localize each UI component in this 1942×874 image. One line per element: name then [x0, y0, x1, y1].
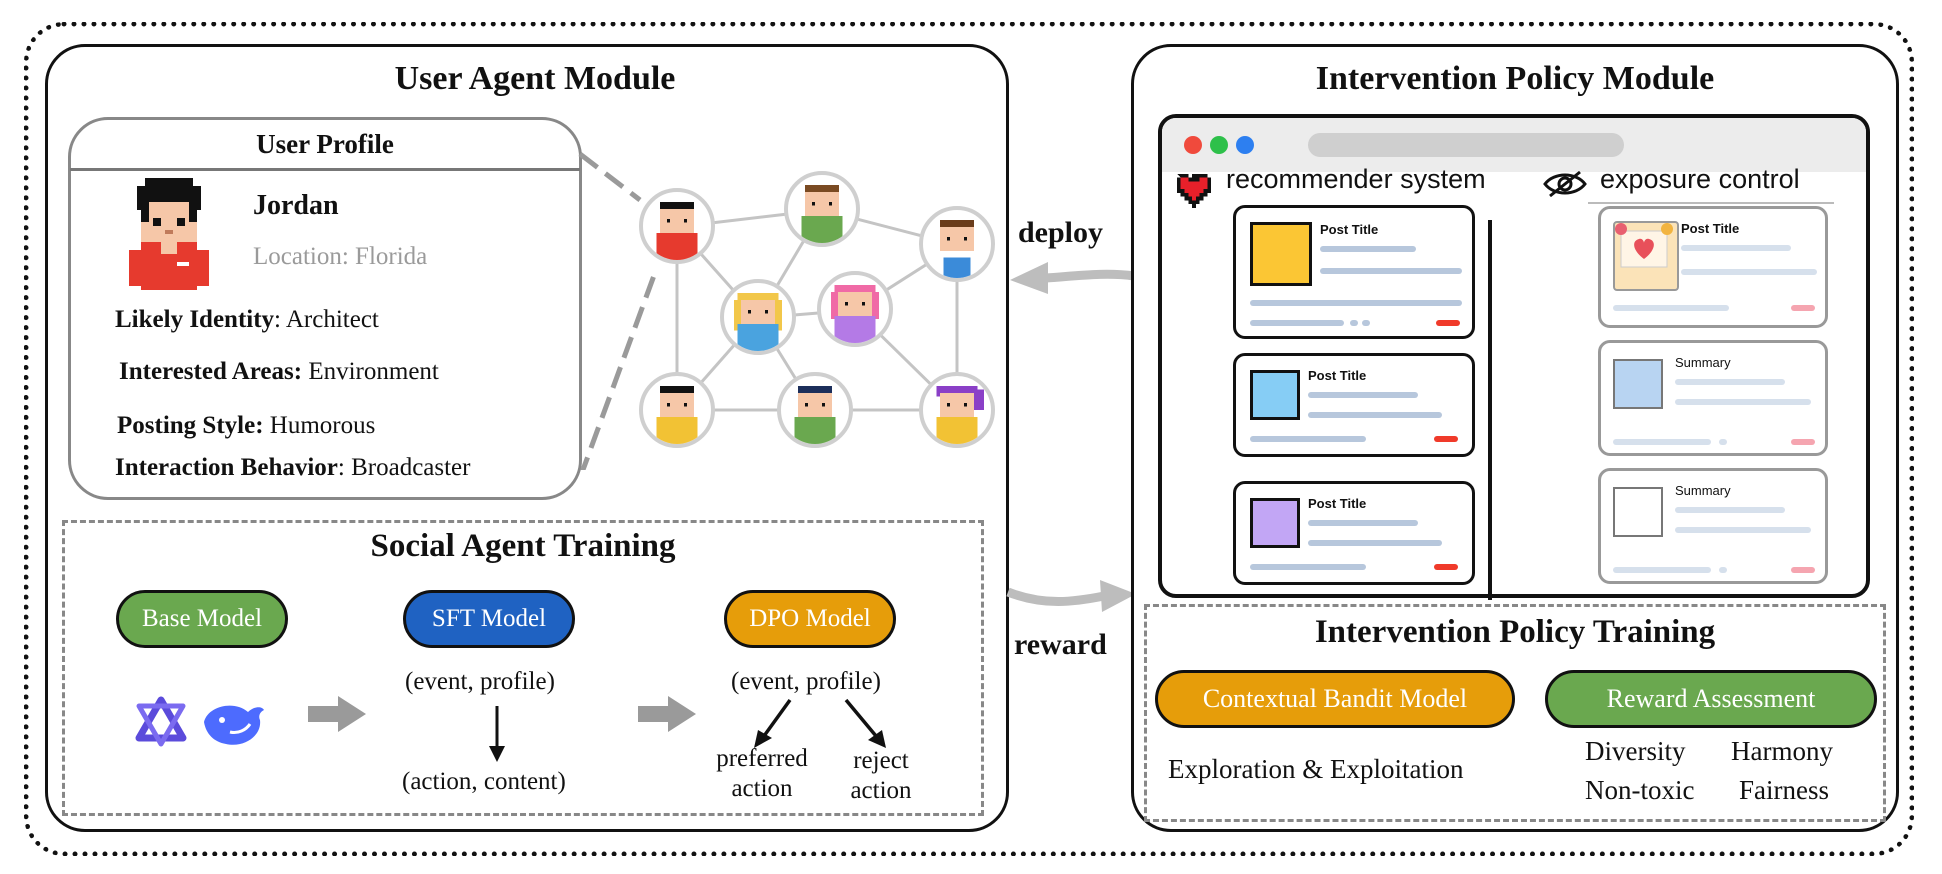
network-avatar-red: [639, 188, 715, 264]
user-agent-module-title: User Agent Module: [394, 60, 676, 97]
network-avatar-pink-hair: [817, 271, 893, 347]
intervention-policy-training-box: [1144, 604, 1886, 822]
sft-model-pill: SFT Model: [403, 590, 575, 648]
dpo-input-label: (event, profile): [731, 668, 881, 695]
post-title: Post Title: [1320, 222, 1379, 237]
metric-harmony: Harmony: [1731, 736, 1833, 766]
eye-off-icon: [1543, 170, 1587, 198]
sft-input-label: (event, profile): [405, 668, 555, 695]
post-thumbnail: [1250, 370, 1300, 420]
network-avatar-purple-hair: [919, 372, 995, 448]
profile-field-posting-style: Posting Style: Humorous: [117, 412, 376, 439]
sft-down-arrow: [489, 706, 505, 762]
jordan-avatar-icon: [129, 178, 209, 290]
exposure-card-2[interactable]: Summary: [1598, 340, 1828, 456]
minimize-dot-icon[interactable]: [1236, 136, 1254, 154]
metric-fairness: Fairness: [1739, 775, 1829, 805]
network-avatar-blue-overalls: [919, 206, 995, 282]
contextual-bandit-pill: Contextual Bandit Model: [1155, 670, 1515, 728]
user-profile-header: User Profile: [256, 129, 394, 159]
exposure-underline: [1588, 202, 1834, 204]
network-avatar-blonde: [720, 279, 796, 355]
base-to-sft-arrow: [308, 696, 366, 732]
base-model-pill: Base Model: [116, 590, 288, 648]
profile-field-interaction-behavior: Interaction Behavior: Broadcaster: [115, 454, 471, 481]
summary-label: Summary: [1675, 483, 1731, 498]
exploration-exploitation-label: Exploration & Exploitation: [1168, 754, 1464, 784]
qwen-logo-icon: [135, 696, 187, 747]
post-card-2[interactable]: Post Title: [1233, 353, 1475, 457]
profile-header-divider: [70, 168, 580, 171]
exposure-control-label: exposure control: [1600, 164, 1800, 194]
social-agent-training-box: [62, 520, 984, 816]
metric-diversity: Diversity: [1585, 736, 1686, 766]
card-stack-edge: [1470, 220, 1492, 600]
deepseek-whale-icon: [204, 705, 264, 745]
dpo-model-pill: DPO Model: [724, 590, 896, 648]
profile-field-interested-areas: Interested Areas: Environment: [119, 358, 439, 385]
exposure-card-3[interactable]: Summary: [1598, 468, 1828, 584]
sft-to-dpo-arrow: [638, 696, 696, 732]
deploy-arrow: [1010, 262, 1135, 294]
deploy-label: deploy: [1018, 216, 1104, 249]
exposure-thumbnail: [1613, 221, 1679, 291]
post-title: Post Title: [1308, 496, 1367, 511]
summary-label: Summary: [1675, 355, 1731, 370]
close-dot-icon[interactable]: [1184, 136, 1202, 154]
post-card-3[interactable]: Post Title: [1233, 481, 1475, 585]
outer-frame: [24, 22, 1914, 856]
post-title: Post Title: [1681, 221, 1740, 236]
recommender-system-label: recommender system: [1226, 164, 1486, 194]
network-avatar-green-top: [784, 171, 860, 247]
post-card-1[interactable]: Post Title: [1233, 205, 1475, 339]
social-agent-training-title: Social Agent Training: [370, 528, 676, 564]
heart-icon: [1176, 173, 1212, 208]
profile-location: Location: Florida: [253, 243, 428, 270]
post-thumbnail: [1250, 498, 1300, 548]
exposure-thumbnail: [1613, 487, 1663, 537]
post-thumbnail: [1250, 222, 1312, 286]
exposure-thumbnail: [1613, 359, 1663, 409]
network-avatar-yellow: [639, 372, 715, 448]
intervention-policy-training-title: Intervention Policy Training: [1314, 614, 1716, 650]
profile-name: Jordan: [253, 190, 339, 221]
sft-output-label: (action, content): [402, 768, 566, 795]
reward-label: reward: [1014, 628, 1107, 661]
intervention-policy-module-title: Intervention Policy Module: [1315, 60, 1715, 97]
post-title: Post Title: [1308, 368, 1367, 383]
network-avatar-green-bottom: [777, 372, 853, 448]
profile-field-likely-identity: Likely Identity: Architect: [115, 306, 379, 333]
reward-assessment-pill: Reward Assessment: [1545, 670, 1877, 728]
metric-non-toxic: Non-toxic: [1585, 775, 1695, 805]
exposure-card-1[interactable]: Post Title: [1598, 206, 1828, 328]
maximize-dot-icon[interactable]: [1210, 136, 1228, 154]
address-bar[interactable]: [1308, 133, 1624, 157]
reward-arrow: [1006, 580, 1136, 612]
dpo-split-arrows: [754, 698, 886, 748]
